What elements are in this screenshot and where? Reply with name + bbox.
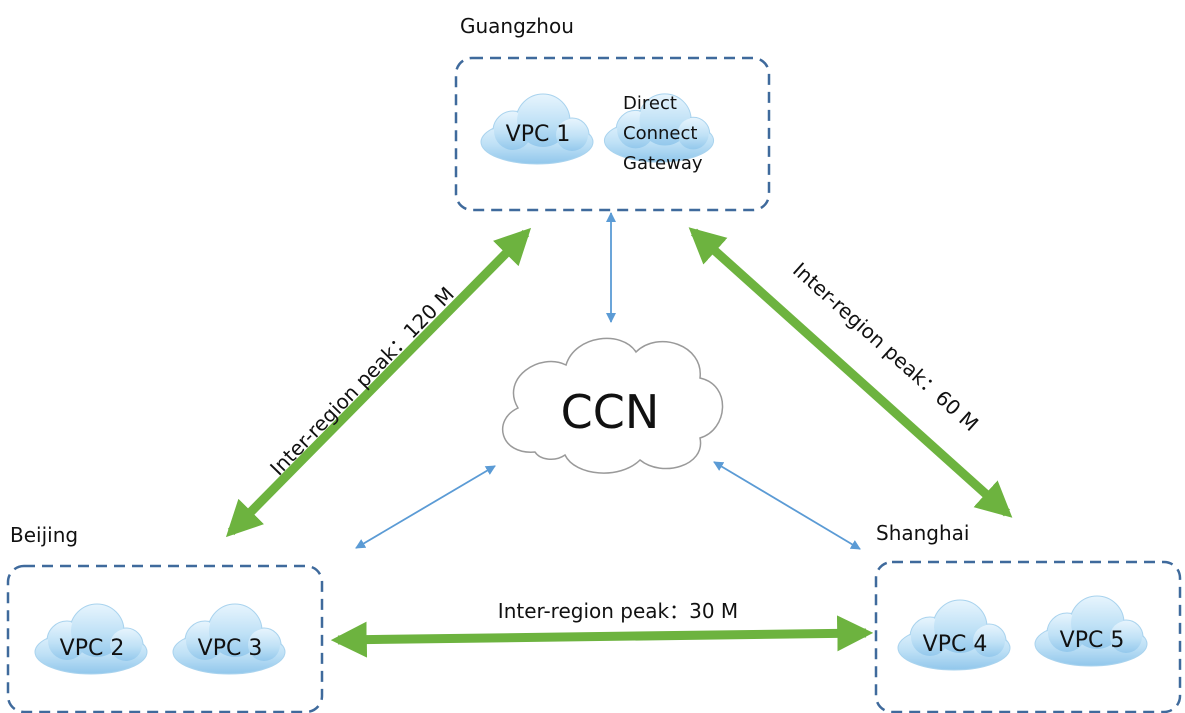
vpc-4-label: VPC 4: [923, 632, 988, 657]
dcg-label-line-3: Gateway: [623, 153, 703, 174]
guangzhou-beijing-peak-link: [225, 227, 532, 538]
direct-connect-gateway-label: Direct Connect Gateway: [623, 93, 703, 174]
vpc-2-label: VPC 2: [60, 636, 125, 661]
ccn-shanghai-link: [713, 461, 861, 550]
shanghai-region-box: [874, 560, 1182, 713]
vpc-1-label: VPC 1: [506, 122, 571, 147]
guangzhou-shanghai-peak-link: [688, 227, 1013, 518]
dcg-label-line-2: Connect: [623, 123, 697, 144]
dcg-label-line-1: Direct: [623, 93, 677, 114]
guangzhou-region-label: Guangzhou: [460, 14, 574, 38]
beijing-region-label: Beijing: [10, 523, 78, 547]
beijing-shanghai-peak-label: Inter-region peak：30 M: [498, 599, 738, 623]
vpc-5-label: VPC 5: [1060, 628, 1125, 653]
beijing-shanghai-peak-link: [330, 615, 874, 658]
vpc-3-label: VPC 3: [198, 636, 263, 661]
beijing-region-box: [6, 564, 324, 713]
shanghai-region-label: Shanghai: [876, 521, 970, 545]
guangzhou-region-box: [454, 56, 771, 212]
guangzhou-beijing-peak-label: Inter-region peak：120 M: [265, 282, 459, 480]
ccn-label: CCN: [561, 385, 660, 439]
ccn-beijing-link: [355, 465, 496, 549]
